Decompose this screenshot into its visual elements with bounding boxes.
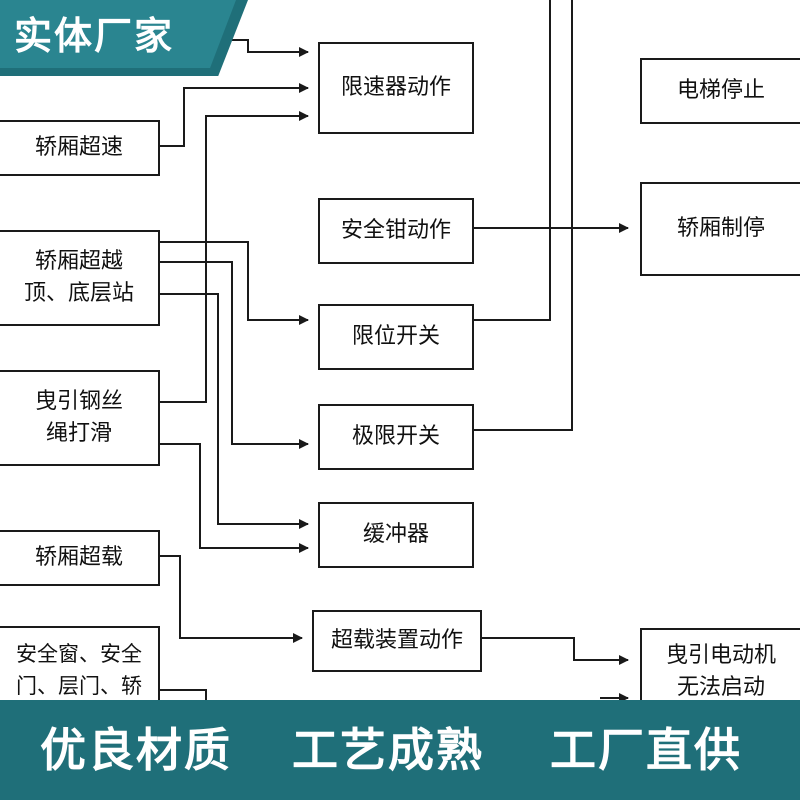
result-motor-no-start: 曳引电动机 无法启动 bbox=[640, 628, 800, 708]
cause-car-overload-text: 轿厢超载 bbox=[34, 545, 123, 570]
cause-rope-slip: 曳引钢丝 绳打滑 bbox=[0, 370, 160, 466]
cause-car-overtravel-line2: 顶、底层站 bbox=[23, 281, 134, 306]
cause-doors-open-line1: 安全窗、安全 bbox=[16, 642, 142, 666]
cause-car-overspeed-text: 轿厢超速 bbox=[34, 135, 123, 160]
result-elevator-stop-text: 电梯停止 bbox=[676, 78, 765, 103]
connector-overtravel-limit bbox=[158, 241, 309, 325]
cause-doors-open-line2: 门、层门、轿 bbox=[16, 674, 142, 698]
action-governor-text: 限速器动作 bbox=[340, 75, 451, 100]
result-car-braking-text: 轿厢制停 bbox=[676, 216, 765, 241]
cause-car-overtravel-line1: 轿厢超越 bbox=[34, 249, 123, 274]
action-final-limit: 极限开关 bbox=[318, 404, 474, 470]
connector-final-up bbox=[472, 0, 573, 431]
cause-rope-slip-line1: 曳引钢丝 bbox=[34, 389, 123, 414]
connector-overload-device bbox=[158, 555, 303, 643]
connector-overspeed-governor bbox=[158, 83, 309, 147]
result-car-braking: 轿厢制停 bbox=[640, 182, 800, 276]
connector-limit-up bbox=[472, 0, 551, 321]
action-overload-device-text: 超载装置动作 bbox=[330, 628, 463, 653]
cause-car-overload: 轿厢超载 bbox=[0, 530, 160, 586]
slogan-band: 优良材质 工艺成熟 工厂直供 bbox=[0, 700, 800, 800]
cause-doors-open: 安全窗、安全 门、层门、轿 bbox=[0, 626, 160, 706]
connector-rope-buffer bbox=[158, 443, 309, 553]
cause-car-overspeed: 轿厢超速 bbox=[0, 120, 160, 176]
connector-doors bbox=[158, 689, 207, 700]
action-safety-gear-text: 安全钳动作 bbox=[340, 218, 451, 243]
connector-device-motor bbox=[480, 637, 629, 665]
slogan-direct: 工厂直供 bbox=[550, 723, 742, 777]
result-motor-no-start-line2: 无法启动 bbox=[676, 675, 765, 700]
action-safety-gear: 安全钳动作 bbox=[318, 198, 474, 264]
slogan-craft: 工艺成熟 bbox=[292, 723, 484, 777]
action-buffer-text: 缓冲器 bbox=[362, 522, 429, 547]
action-limit-switch-text: 限位开关 bbox=[351, 324, 440, 349]
connector-overtravel-buffer bbox=[158, 293, 309, 529]
cause-car-overtravel: 轿厢超越 顶、底层站 bbox=[0, 230, 160, 326]
action-buffer: 缓冲器 bbox=[318, 502, 474, 568]
connector-rope-governor bbox=[158, 111, 309, 403]
cause-rope-slip-line2: 绳打滑 bbox=[45, 421, 112, 446]
slogan-quality: 优良材质 bbox=[40, 723, 232, 777]
brand-tag-inner bbox=[0, 0, 236, 68]
brand-title: 实体厂家 bbox=[14, 14, 175, 58]
action-final-limit-text: 极限开关 bbox=[351, 424, 440, 449]
action-governor: 限速器动作 bbox=[318, 42, 474, 134]
connector-top-governor bbox=[228, 39, 309, 57]
result-elevator-stop: 电梯停止 bbox=[640, 58, 800, 124]
connector-overtravel-final bbox=[158, 261, 309, 449]
result-motor-no-start-line1: 曳引电动机 bbox=[665, 643, 776, 668]
action-limit-switch: 限位开关 bbox=[318, 304, 474, 370]
action-overload-device: 超载装置动作 bbox=[312, 610, 482, 672]
